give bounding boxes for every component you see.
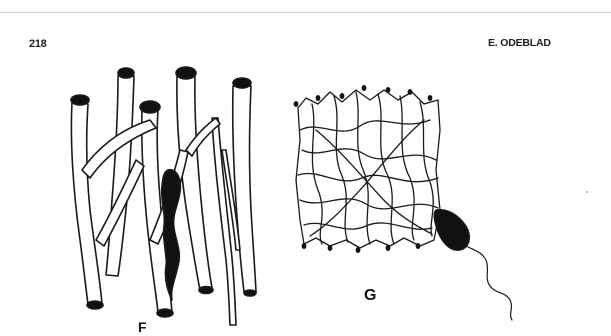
panel-label-g: G: [364, 287, 376, 304]
fiber-5-cap: [233, 78, 251, 88]
fiber-4-cap: [176, 67, 196, 79]
fiber-2-cap: [118, 68, 134, 78]
fiber-1-base: [87, 301, 103, 309]
fiber-3-cap: [140, 101, 160, 113]
fiber-4: [177, 76, 212, 290]
fiber-3-base: [157, 309, 173, 317]
fiber-5: [233, 86, 256, 292]
fiber-1: [71, 102, 102, 304]
panel-g-drawing: [294, 85, 512, 320]
mesh-block-outline: [296, 90, 440, 248]
fiber-4-base: [199, 287, 213, 294]
scan-speck: [586, 191, 588, 193]
panel-label-f: F: [138, 319, 147, 335]
fiber-1-cap: [71, 95, 89, 105]
sperm-tail: [466, 246, 512, 320]
fiber-5-base: [244, 290, 256, 296]
sperm-head: [434, 210, 469, 251]
panel-f-drawing: [71, 67, 256, 325]
